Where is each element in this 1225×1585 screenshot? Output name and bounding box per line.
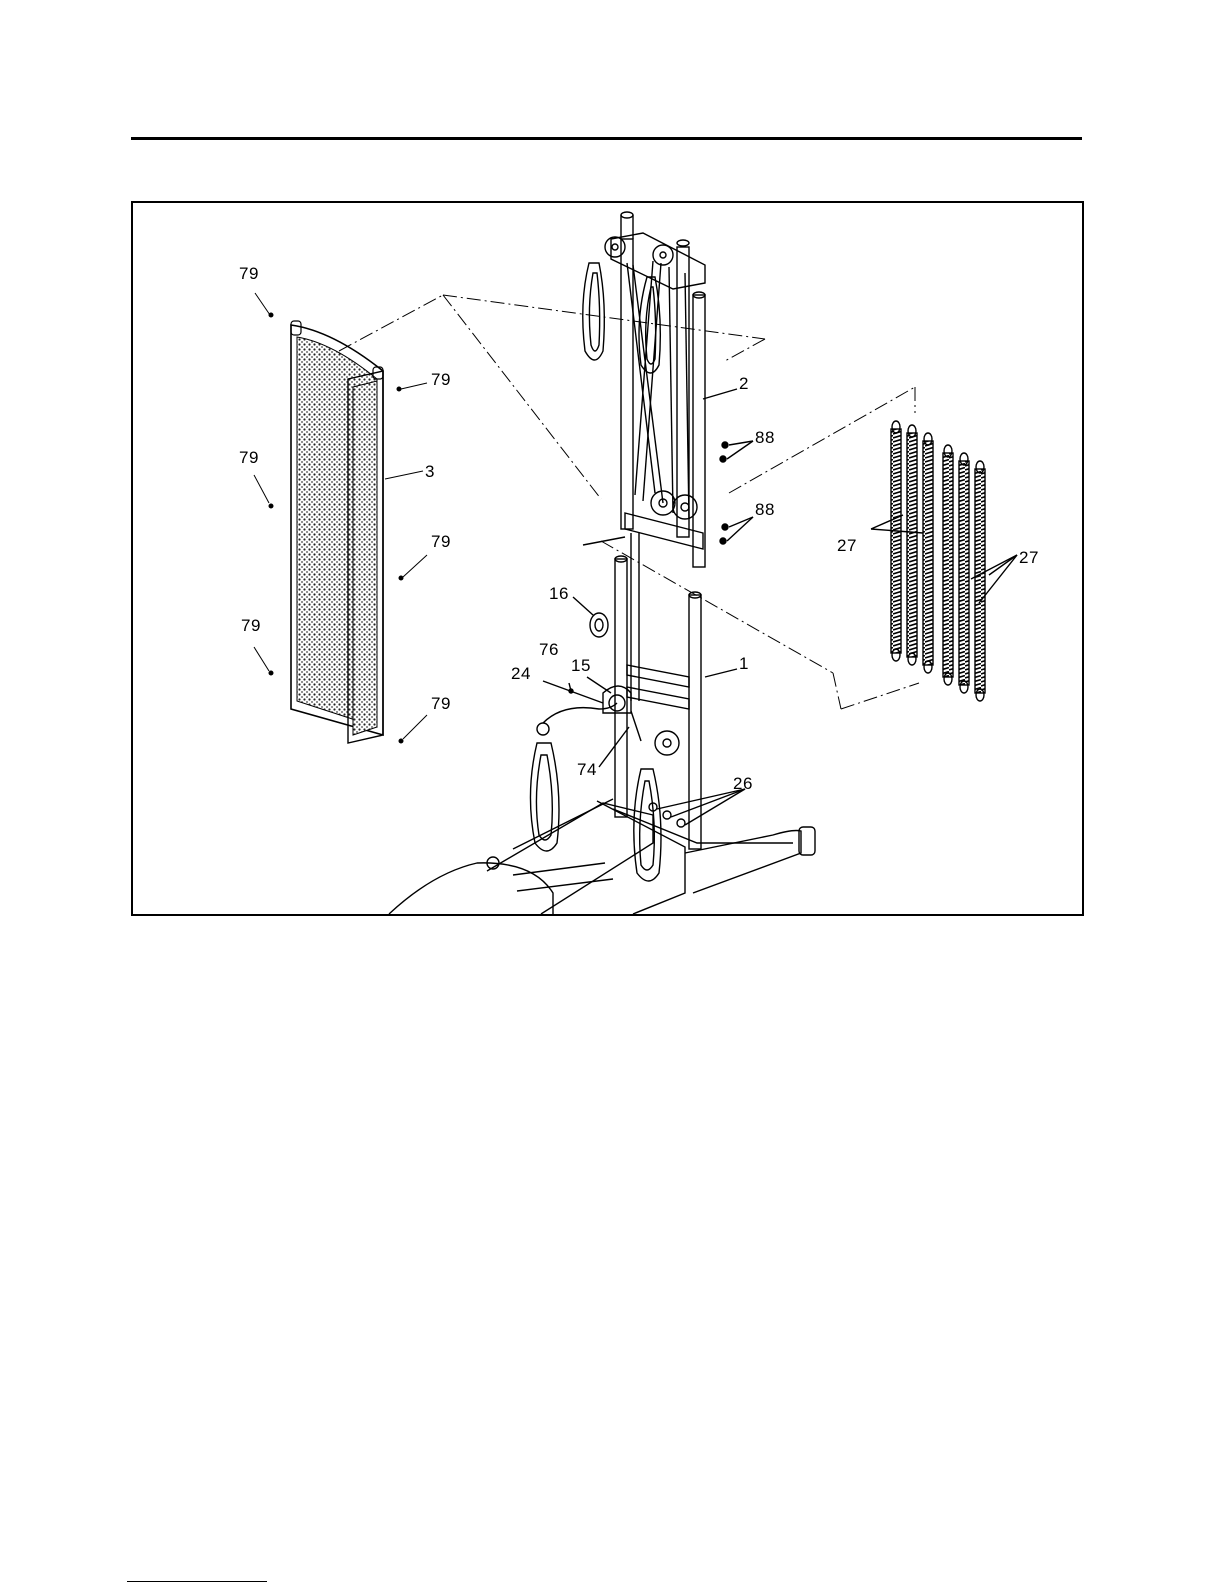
pulley-parts [543,597,641,767]
callout-79: 79 [431,695,451,712]
assembly-drawing [133,203,1082,914]
callout-79: 79 [239,265,259,282]
footnote-rule [127,1581,267,1582]
callout-79: 79 [431,371,451,388]
callout-88: 88 [755,429,775,446]
assembly-diagram-frame: 79 79 79 79 79 79 3 2 88 88 27 27 16 76 … [131,201,1084,916]
callout-79: 79 [239,449,259,466]
callout-88: 88 [755,501,775,518]
callout-1: 1 [739,655,749,672]
callout-2: 2 [739,375,749,392]
bolts-88 [720,441,753,544]
header-rule [131,137,1082,140]
callout-27: 27 [1019,549,1039,566]
upright-frame [583,212,737,849]
callout-3: 3 [425,463,435,480]
callout-26: 26 [733,775,753,792]
callout-79: 79 [431,533,451,550]
callout-74: 74 [577,761,597,778]
callout-76: 76 [539,641,559,658]
springs [871,421,1017,701]
bench-base [389,799,815,914]
callout-24: 24 [511,665,531,682]
callout-15: 15 [571,657,591,674]
callout-27: 27 [837,537,857,554]
callout-79: 79 [241,617,261,634]
washers-26 [649,789,745,827]
lower-handles [530,703,661,881]
callout-16: 16 [549,585,569,602]
assembly-guide-lines [339,295,919,709]
shroud-panel [291,321,383,743]
